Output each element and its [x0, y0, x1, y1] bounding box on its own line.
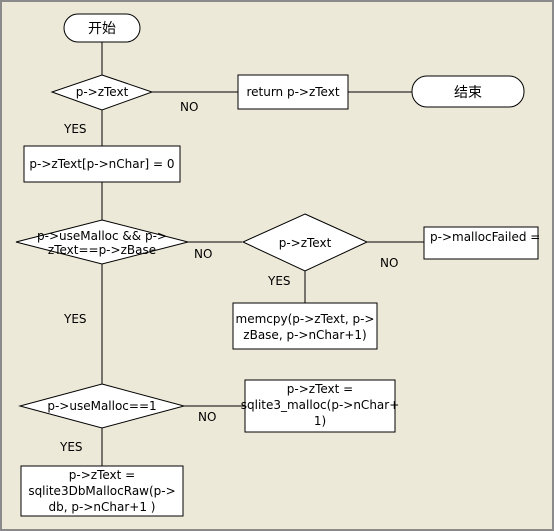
process-sqlite3-malloc: p->zText = sqlite3_malloc(p->nChar+ 1) — [241, 379, 400, 433]
edge-label-no-1: NO — [180, 100, 198, 114]
connectors — [101, 42, 424, 466]
decision-ztext: p->zText — [50, 74, 154, 111]
edge-label-yes-3: YES — [63, 312, 87, 326]
memcpy-line2: zBase, p->nChar+1) — [243, 328, 366, 342]
db-malloc-line3: db, p->nChar+1 ) — [49, 500, 156, 514]
db-malloc-line1: p->zText = — [69, 468, 135, 482]
decision-usemalloc-zbase-line2: zText==p->zBase — [48, 243, 156, 257]
db-malloc-line2: sqlite3DbMallocRaw(p-> — [28, 484, 175, 498]
malloc-failed-label: p->mallocFailed = — [430, 230, 540, 244]
return-ztext-label: return p->zText — [246, 85, 339, 99]
process-db-malloc-raw: p->zText = sqlite3DbMallocRaw(p-> db, p-… — [20, 465, 184, 517]
sqlite3-malloc-line1: p->zText = — [287, 382, 353, 396]
decision-usemalloc-zbase-line1: p->useMalloc && p-> — [37, 229, 167, 243]
sqlite3-malloc-line3: 1) — [314, 414, 326, 428]
decision-usemalloc-1: p->useMalloc==1 — [18, 383, 186, 429]
process-malloc-failed: p->mallocFailed = — [423, 226, 540, 260]
decision-ztext-label: p->zText — [76, 85, 129, 99]
decision-usemalloc-1-label: p->useMalloc==1 — [47, 399, 156, 413]
set-nchar-label: p->zText[p->nChar] = 0 — [29, 157, 174, 171]
edge-label-no-2: NO — [194, 247, 212, 261]
decision-ztext-2: p->zText — [241, 213, 369, 272]
edge-label-no-3: NO — [380, 256, 398, 270]
process-memcpy: memcpy(p->zText, p-> zBase, p->nChar+1) — [232, 302, 378, 350]
start-node: 开始 — [63, 13, 141, 43]
edge-labels: NO YES NO NO YES YES NO YES — [59, 100, 398, 454]
decision-usemalloc-zbase: p->useMalloc && p-> zText==p->zBase — [15, 219, 189, 265]
end-node: 结束 — [411, 75, 525, 108]
edge-label-yes-4: YES — [59, 440, 83, 454]
edge-label-yes-1: YES — [63, 122, 87, 136]
memcpy-line1: memcpy(p->zText, p-> — [236, 312, 375, 326]
start-label: 开始 — [88, 21, 116, 37]
edge-label-no-4: NO — [198, 410, 216, 424]
process-return-ztext: return p->zText — [237, 74, 349, 110]
edge-label-yes-2: YES — [267, 274, 291, 288]
sqlite3-malloc-line2: sqlite3_malloc(p->nChar+ — [241, 398, 400, 412]
decision-ztext-2-label: p->zText — [279, 236, 332, 250]
end-label: 结束 — [454, 85, 482, 101]
process-set-nchar: p->zText[p->nChar] = 0 — [23, 145, 181, 183]
